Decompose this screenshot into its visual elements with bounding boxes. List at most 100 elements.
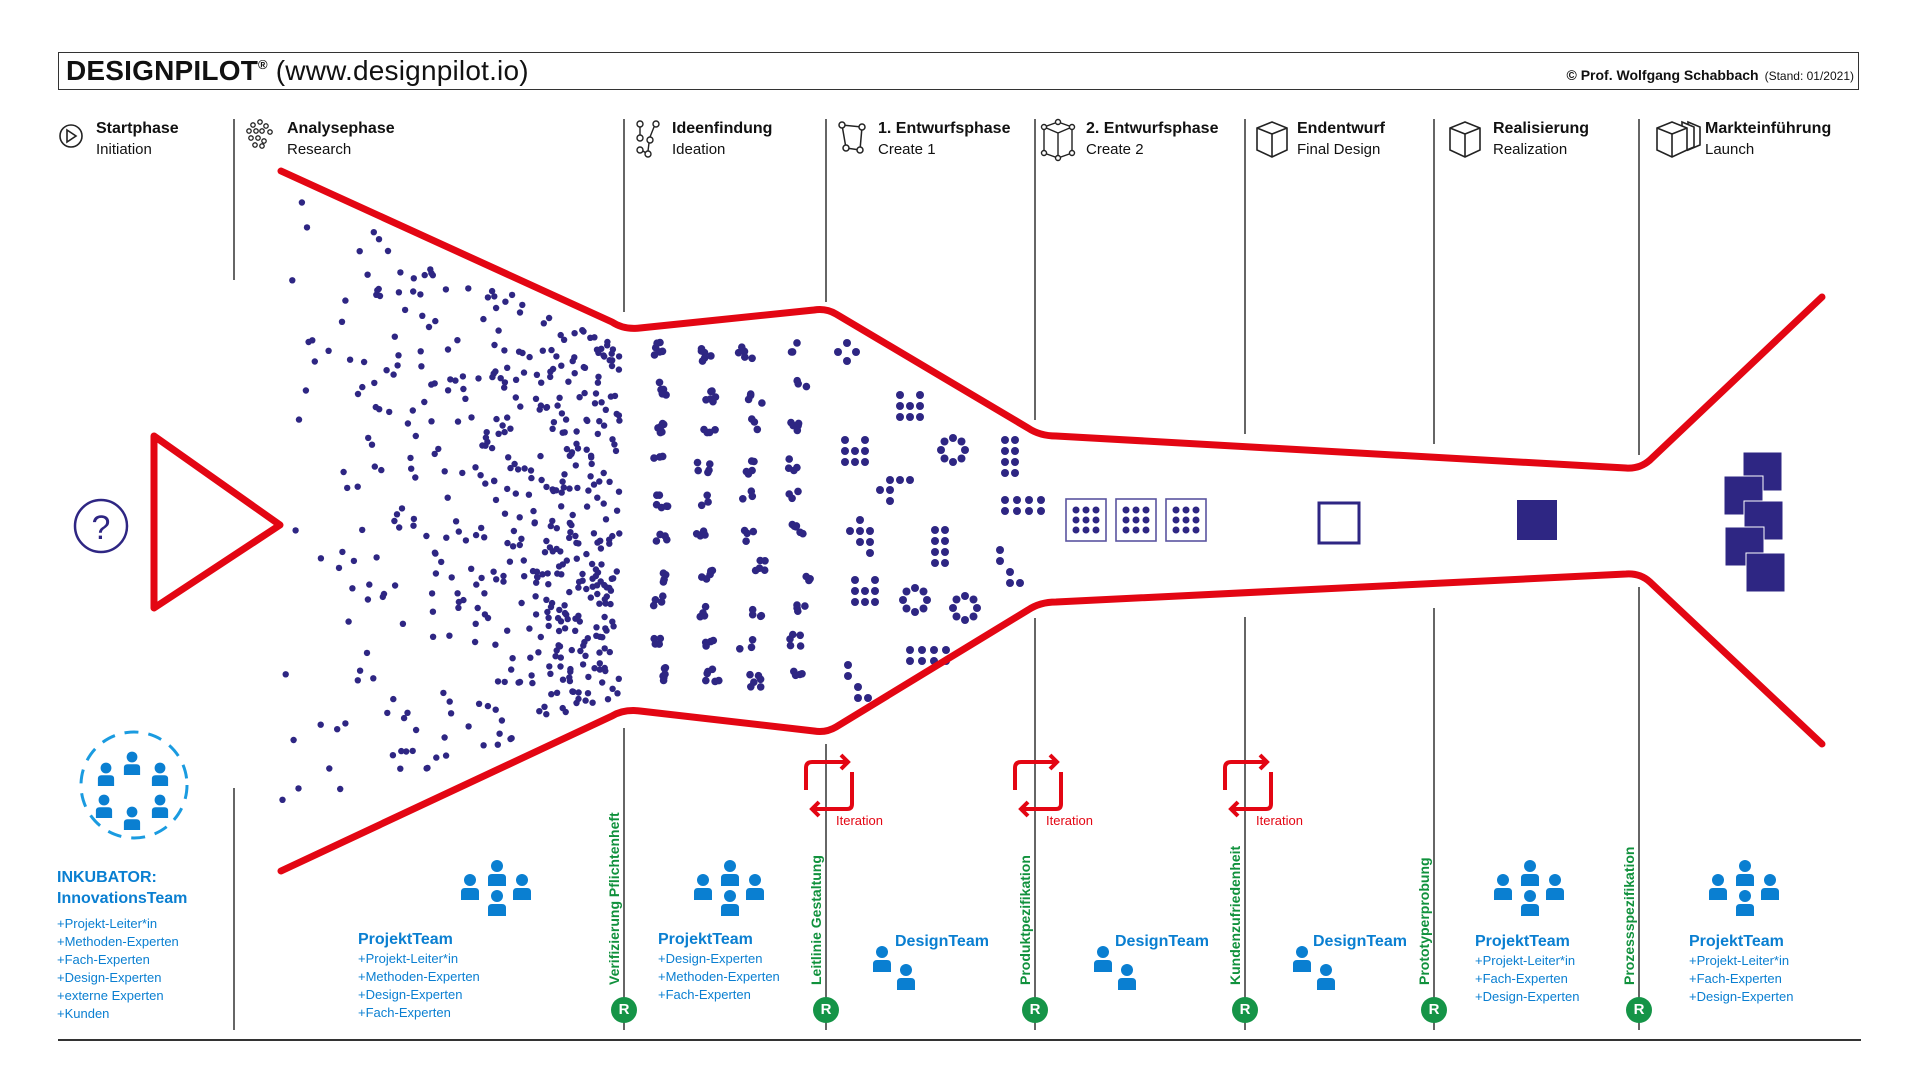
data-dot [371, 463, 378, 470]
idea-cluster-dot [711, 677, 719, 686]
pattern-dot [957, 454, 966, 463]
option-dot [1092, 506, 1100, 514]
pattern-dot [1001, 436, 1009, 444]
data-dot [494, 741, 501, 748]
design-team-icon [1317, 964, 1335, 990]
brand-url[interactable]: (www.designpilot.io) [275, 55, 529, 86]
data-dot [541, 549, 549, 556]
data-dot [590, 481, 598, 488]
pattern-dot [886, 486, 894, 494]
design-team-icon [897, 964, 915, 990]
data-dot [526, 625, 533, 632]
idea-cluster-dot [702, 676, 710, 685]
idea-cluster-dot [789, 630, 797, 639]
idea-cluster-dot [705, 466, 713, 475]
team-member-icon [1761, 874, 1779, 900]
idea-cluster-dot [794, 419, 803, 428]
data-dot [612, 447, 620, 455]
person-head [1739, 860, 1751, 872]
team-member-icon [721, 860, 739, 886]
option-dot [1092, 526, 1100, 534]
scatter-circle [259, 143, 265, 149]
data-dot [569, 511, 576, 519]
data-dot [599, 679, 606, 686]
review-badge[interactable]: R [813, 997, 839, 1023]
review-badge[interactable]: R [1022, 997, 1048, 1023]
data-dot [572, 532, 579, 540]
data-dot [549, 425, 556, 432]
pattern-dot [911, 584, 919, 592]
data-dot [558, 503, 565, 510]
data-dot [363, 649, 371, 657]
data-dot [298, 199, 306, 206]
person-body [897, 978, 915, 990]
review-badge[interactable]: R [1232, 997, 1258, 1023]
person-head [1712, 874, 1724, 886]
review-badge[interactable]: R [1626, 997, 1652, 1023]
create1-patterns [834, 339, 1045, 702]
iteration-arrow-icon [1223, 753, 1273, 818]
pattern-dot [931, 526, 939, 534]
data-dot [366, 581, 373, 588]
scatter-circle [253, 128, 259, 134]
idea-cluster-dot [748, 492, 757, 501]
pattern-dot [866, 549, 874, 557]
pattern-dot [941, 548, 949, 556]
data-dot [553, 525, 560, 532]
person-head [126, 806, 138, 818]
idea-cluster-dot [749, 527, 758, 536]
team-member-icon [1546, 874, 1564, 900]
data-dot [584, 690, 592, 697]
idea-cluster-dot [786, 641, 795, 650]
idea-cluster-dot [697, 347, 706, 355]
option-dot [1072, 516, 1080, 524]
data-dot [543, 403, 551, 411]
data-dot [567, 668, 574, 675]
phase-markteinfuehrung: Markteinführung Launch [1705, 119, 1831, 161]
pattern-dot [844, 661, 852, 669]
data-dot [527, 467, 535, 474]
data-dot [391, 517, 398, 525]
data-dot [606, 648, 613, 656]
data-dot [615, 488, 623, 495]
phase-realisierung: Realisierung Realization [1493, 119, 1589, 161]
idea-cluster-dot [701, 531, 709, 539]
data-dot [337, 785, 344, 793]
data-dot [543, 537, 550, 545]
data-dot [350, 557, 358, 565]
option-grid-box [1115, 498, 1157, 542]
idea-cluster-dot [794, 607, 802, 615]
person-body [1494, 888, 1512, 900]
option-dot [1132, 506, 1140, 514]
data-dot [459, 373, 467, 380]
pattern-dot [996, 546, 1004, 554]
data-dot [553, 353, 560, 360]
idea-cluster-dot [739, 495, 747, 503]
data-dot [561, 609, 569, 617]
data-dot [585, 487, 592, 494]
review-badge[interactable]: R [1421, 997, 1447, 1023]
pattern-dot [1013, 507, 1021, 515]
data-dot [588, 460, 595, 468]
option-dot [1092, 516, 1100, 524]
data-dot [557, 618, 565, 625]
data-dot [575, 689, 582, 696]
review-badge[interactable]: R [611, 997, 637, 1023]
data-dot [602, 667, 609, 675]
team-design-create1: DesignTeam [895, 932, 989, 952]
incubator-team: INKUBATOR: InnovationsTeam +Projekt-Leit… [57, 867, 187, 1023]
data-dot [384, 247, 392, 255]
option-frame [1115, 498, 1157, 542]
data-dot [536, 406, 543, 413]
pattern-dot [916, 402, 924, 410]
incubator-member: +Design-Experten [57, 970, 162, 985]
data-dot [545, 614, 552, 621]
data-dot [504, 364, 511, 371]
launch-stacked-squares [1723, 451, 1786, 593]
person-body [123, 764, 141, 775]
team-member-icon [721, 890, 739, 916]
data-dot [386, 408, 393, 416]
data-dot [443, 534, 450, 541]
data-dot [459, 469, 466, 477]
data-dot [360, 358, 368, 366]
